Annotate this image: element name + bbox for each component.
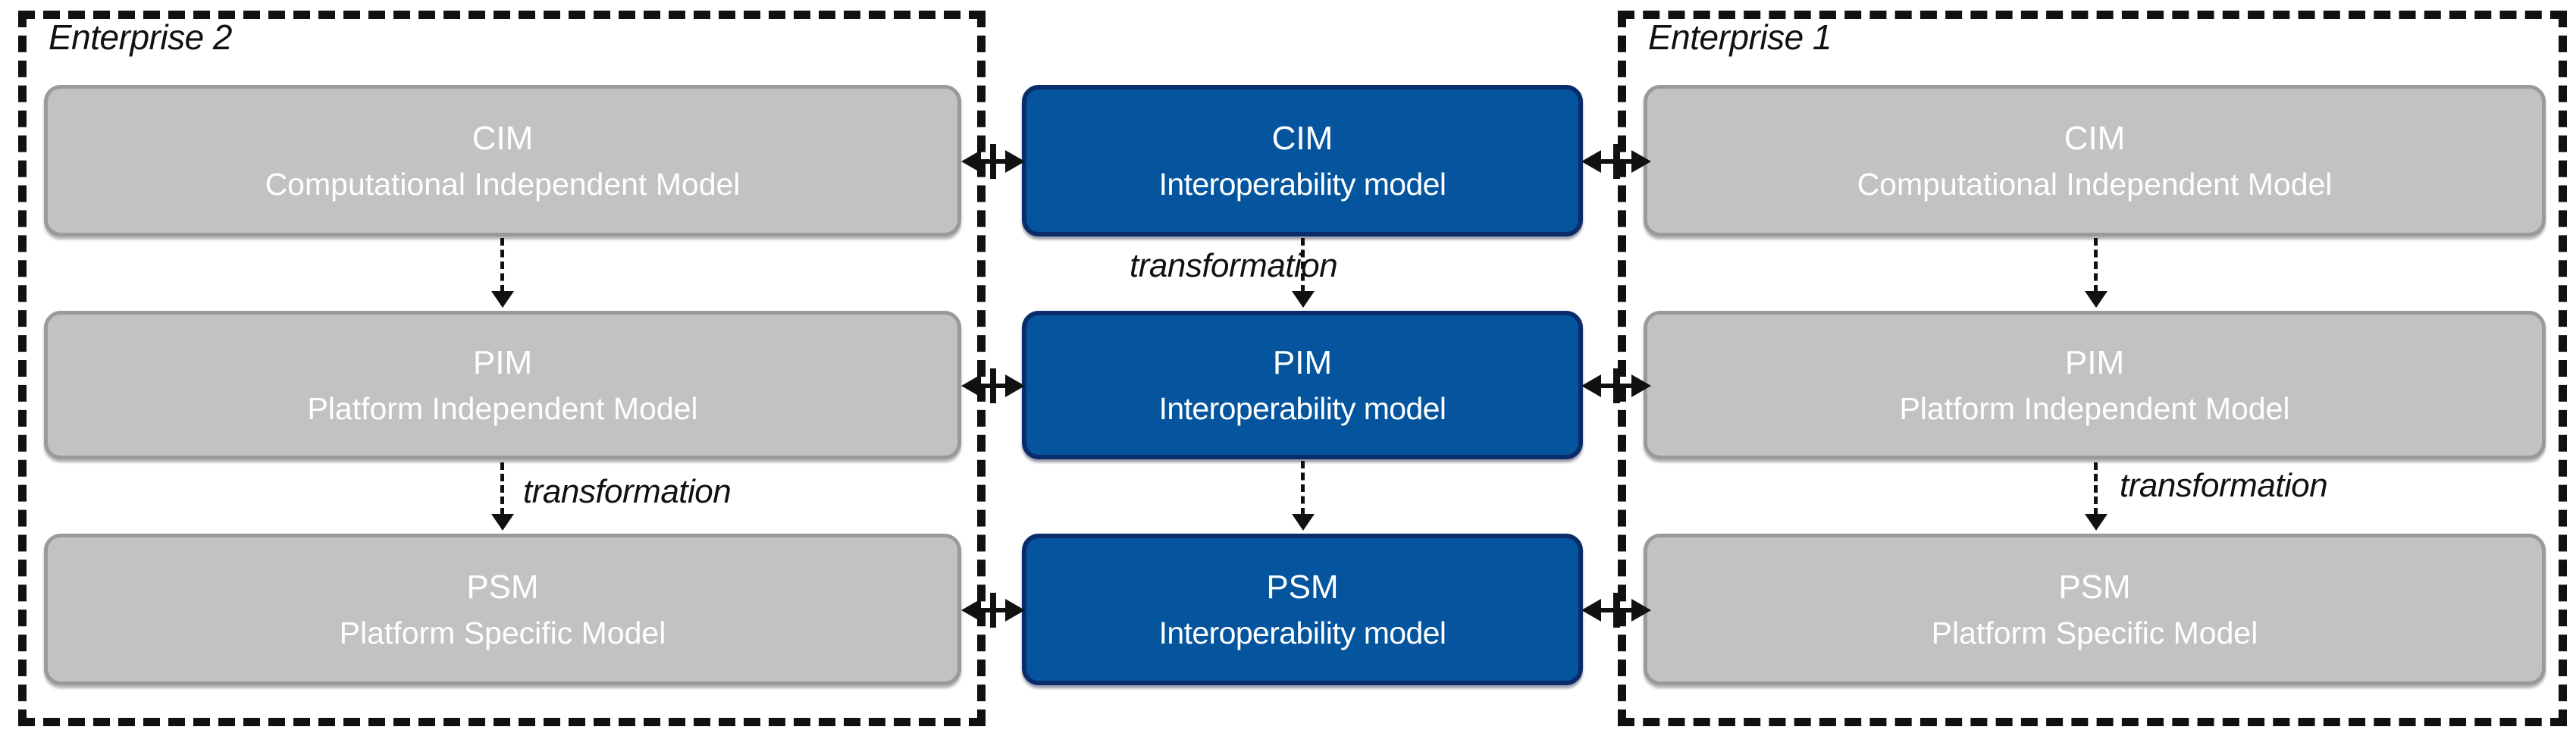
middle-pim-subtitle: Interoperability model: [1158, 390, 1446, 426]
right-psm-subtitle: Platform Specific Model: [1931, 615, 2258, 650]
arrow-left-cim-to-pim-head: [491, 291, 514, 308]
arrow-right-cim-to-pim: [2094, 238, 2098, 293]
transformation-label-right: transformation: [2120, 467, 2328, 504]
transformation-label-left: transformation: [523, 473, 732, 510]
left-pim-subtitle: Platform Independent Model: [307, 390, 698, 426]
left-pim-acronym: PIM: [472, 343, 533, 381]
middle-psm-subtitle: Interoperability model: [1158, 615, 1446, 650]
right-cim-subtitle: Computational Independent Model: [1857, 166, 2333, 202]
right-pim-subtitle: Platform Independent Model: [1899, 390, 2290, 426]
connector-left-psm-to-middle-psm: [961, 593, 1025, 628]
arrow-right-pim-to-psm-head: [2085, 514, 2107, 531]
left-psm-box[interactable]: PSM Platform Specific Model: [44, 534, 961, 685]
left-psm-acronym: PSM: [466, 568, 539, 606]
arrow-right-pim-to-psm: [2094, 462, 2098, 515]
connector-middle-cim-to-right-cim: [1581, 144, 1651, 179]
middle-cim-box[interactable]: CIM Interoperability model: [1022, 85, 1583, 237]
middle-pim-acronym: PIM: [1272, 343, 1333, 381]
enterprise-2-label: Enterprise 2: [49, 17, 233, 57]
connector-left-cim-to-middle-cim: [961, 144, 1025, 179]
left-cim-acronym: CIM: [472, 119, 534, 157]
arrow-middle-pim-to-psm: [1301, 461, 1305, 515]
right-psm-acronym: PSM: [2058, 568, 2131, 606]
enterprise-2-container: [18, 11, 986, 726]
connector-middle-psm-to-right-psm: [1581, 593, 1651, 628]
right-cim-box[interactable]: CIM Computational Independent Model: [1644, 85, 2546, 237]
middle-cim-subtitle: Interoperability model: [1158, 166, 1446, 202]
left-cim-subtitle: Computational Independent Model: [265, 166, 741, 202]
enterprise-1-container: [1618, 11, 2567, 726]
arrow-middle-cim-to-pim: [1301, 238, 1305, 293]
right-psm-box[interactable]: PSM Platform Specific Model: [1644, 534, 2546, 685]
arrow-left-cim-to-pim: [500, 238, 504, 293]
arrow-middle-cim-to-pim-head: [1292, 291, 1315, 308]
connector-left-pim-to-middle-pim: [961, 368, 1025, 403]
arrow-left-pim-to-psm: [500, 462, 504, 515]
middle-cim-acronym: CIM: [1271, 119, 1333, 157]
left-cim-box[interactable]: CIM Computational Independent Model: [44, 85, 961, 237]
right-pim-box[interactable]: PIM Platform Independent Model: [1644, 311, 2546, 459]
middle-pim-box[interactable]: PIM Interoperability model: [1022, 311, 1583, 459]
transformation-label-middle: transformation: [1130, 247, 1338, 284]
right-pim-acronym: PIM: [2064, 343, 2125, 381]
arrow-middle-pim-to-psm-head: [1292, 514, 1315, 531]
middle-psm-box[interactable]: PSM Interoperability model: [1022, 534, 1583, 685]
right-cim-acronym: CIM: [2064, 119, 2126, 157]
left-psm-subtitle: Platform Specific Model: [339, 615, 666, 650]
left-pim-box[interactable]: PIM Platform Independent Model: [44, 311, 961, 459]
middle-psm-acronym: PSM: [1266, 568, 1339, 606]
arrow-left-pim-to-psm-head: [491, 514, 514, 531]
arrow-right-cim-to-pim-head: [2085, 291, 2107, 308]
connector-middle-pim-to-right-pim: [1581, 368, 1651, 403]
enterprise-1-label: Enterprise 1: [1648, 17, 1832, 57]
